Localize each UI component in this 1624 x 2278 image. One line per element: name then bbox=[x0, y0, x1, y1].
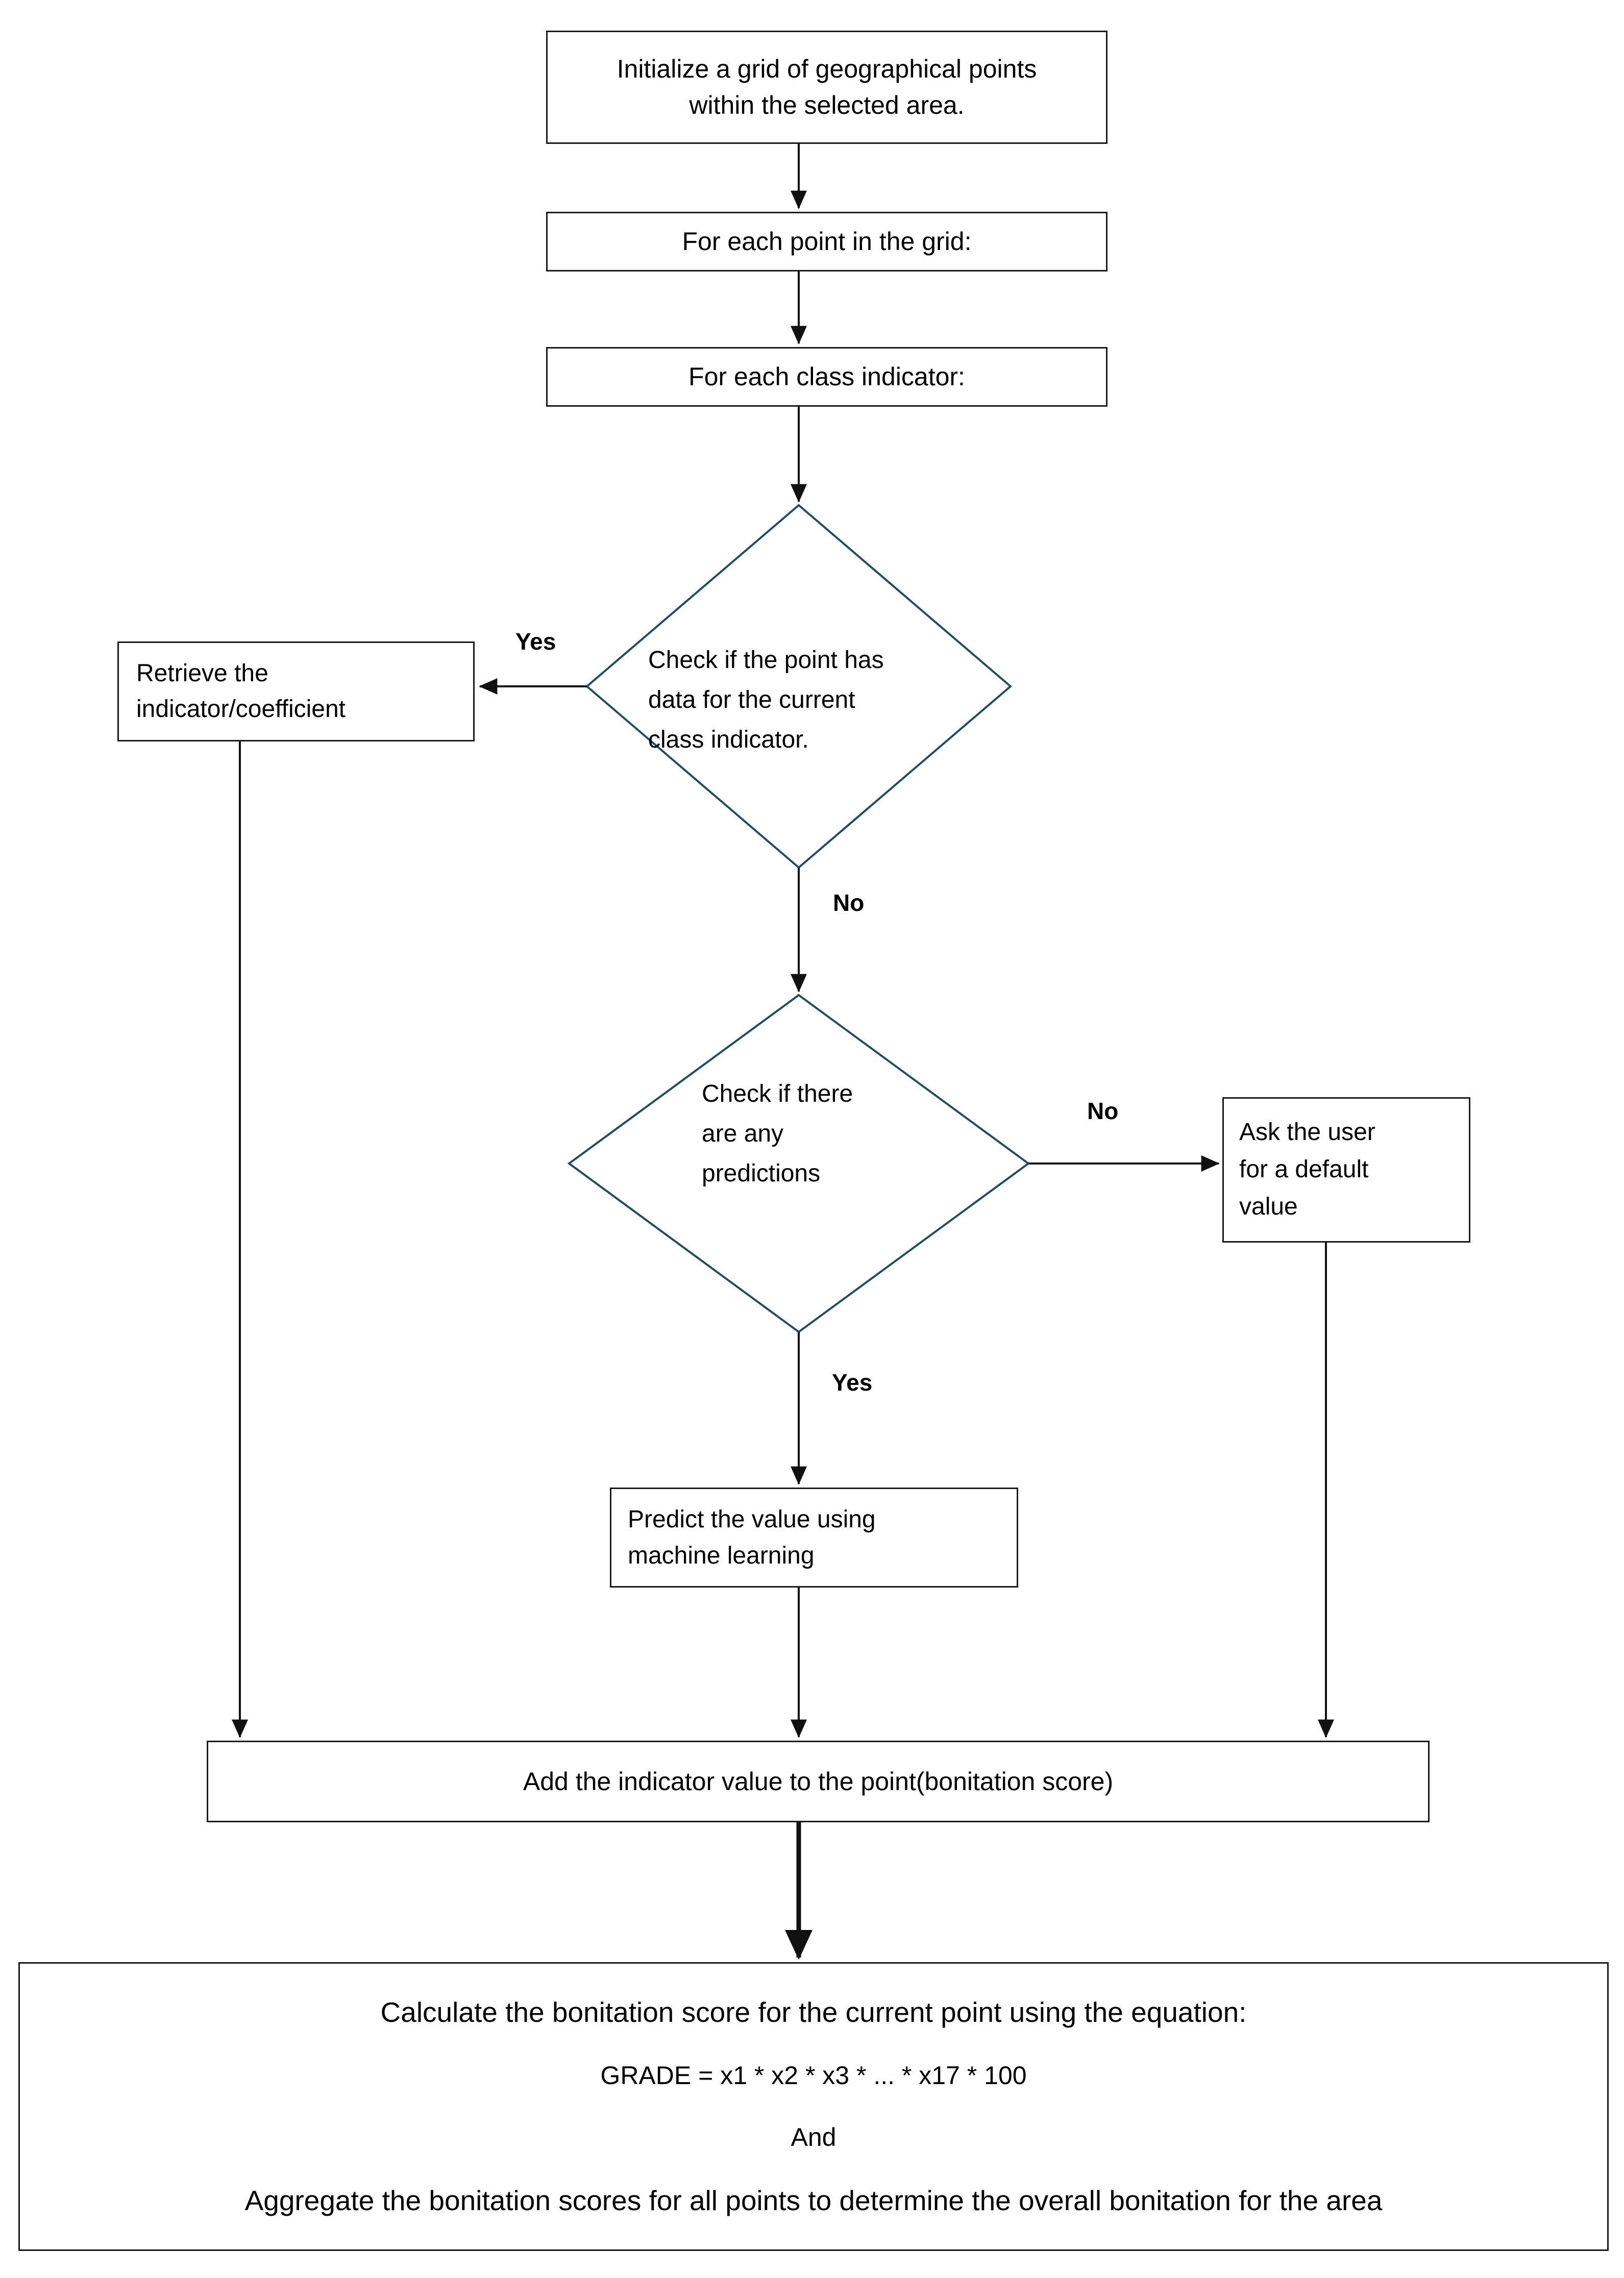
process-initialize-grid-label: Initialize a grid of geographical points… bbox=[617, 55, 1037, 119]
calculate-equation: GRADE = x1 * x2 * x3 * ... * x17 * 100 bbox=[600, 2061, 1027, 2090]
edge-label-check-predictions-yes: Yes bbox=[832, 1369, 873, 1396]
decision-check-data-label: Check if the point has data for the curr… bbox=[648, 647, 884, 753]
process-add-indicator-value[interactable]: Add the indicator value to the point(bon… bbox=[207, 1741, 1430, 1822]
calculate-conjunction: And bbox=[791, 2123, 836, 2151]
decision-check-predictions-label: Check if there are any predictions bbox=[702, 1080, 853, 1187]
calculate-aggregate-text: Aggregate the bonitation scores for all … bbox=[244, 2185, 1383, 2216]
process-for-each-point-label: For each point in the grid: bbox=[682, 227, 972, 256]
process-for-each-class-indicator-label: For each class indicator: bbox=[688, 362, 965, 391]
process-calculate-bonitation-score[interactable]: Calculate the bonitation score for the c… bbox=[18, 1962, 1609, 2251]
edge-label-check-data-no: No bbox=[833, 889, 865, 916]
edge-label-check-data-yes: Yes bbox=[515, 628, 556, 655]
process-add-indicator-value-label: Add the indicator value to the point(bon… bbox=[523, 1767, 1114, 1796]
calculate-heading: Calculate the bonitation score for the c… bbox=[380, 1996, 1247, 2028]
process-for-each-class-indicator[interactable]: For each class indicator: bbox=[546, 347, 1108, 407]
edge-label-check-predictions-no: No bbox=[1087, 1098, 1119, 1124]
process-initialize-grid[interactable]: Initialize a grid of geographical points… bbox=[546, 31, 1108, 144]
process-for-each-point[interactable]: For each point in the grid: bbox=[546, 212, 1108, 271]
